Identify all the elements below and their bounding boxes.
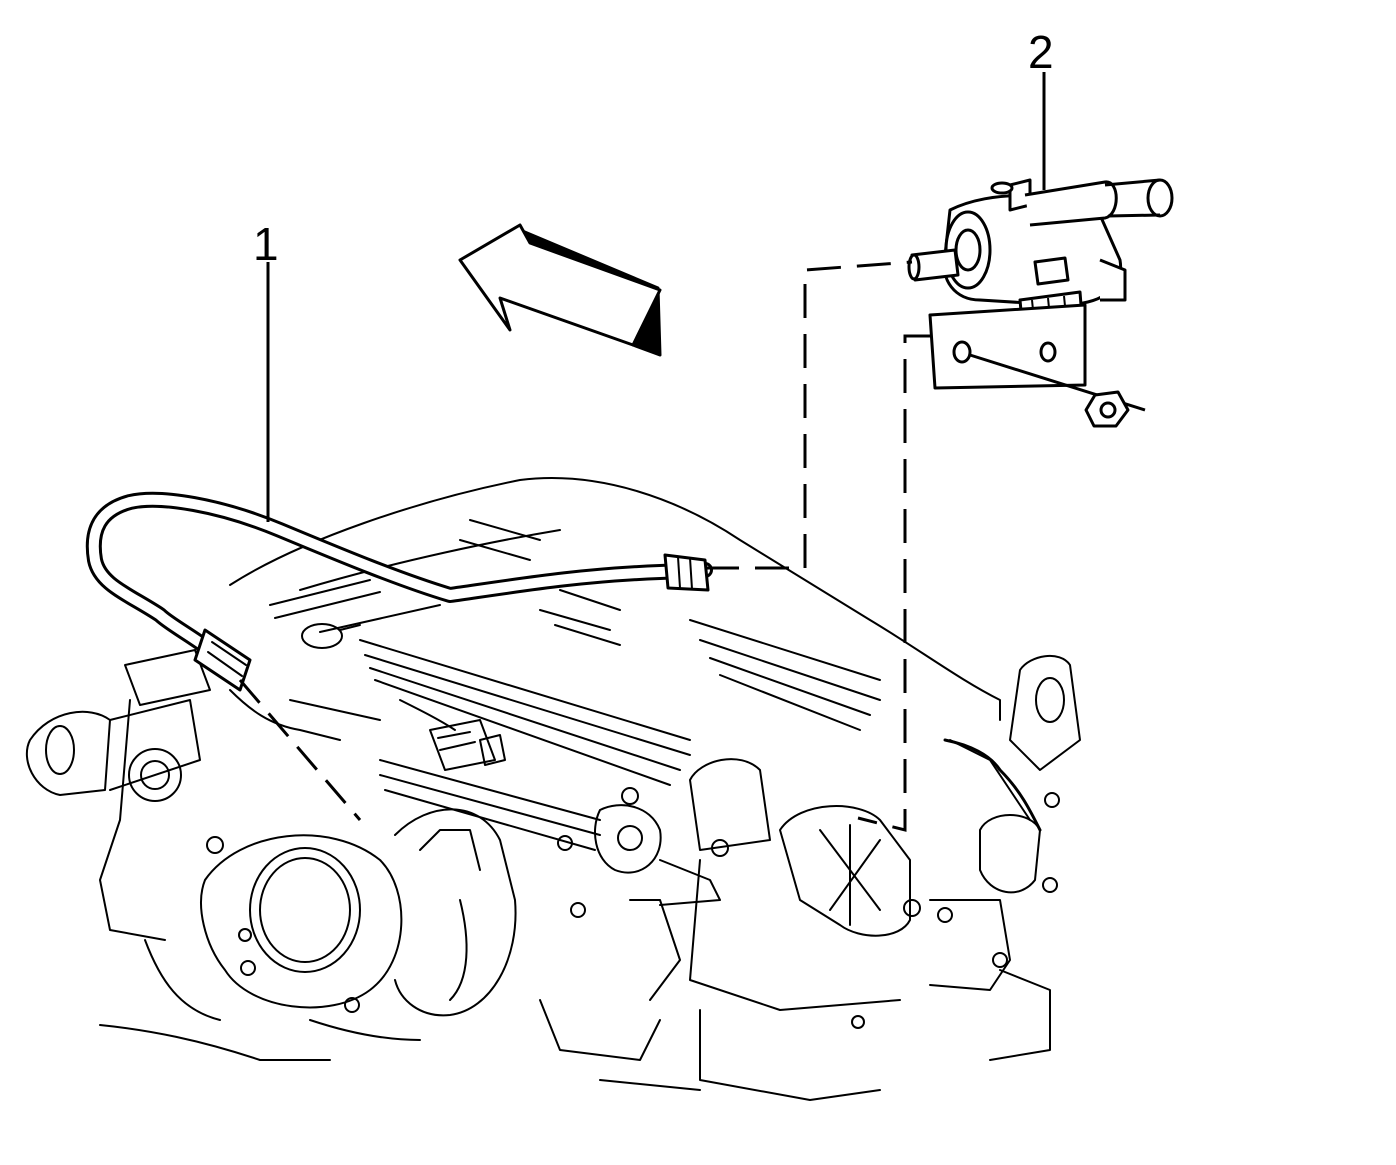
leader-lines [238,72,1046,832]
direction-arrow-icon [458,223,662,357]
purge-hose [85,491,713,692]
engine-block [25,477,1081,1101]
callout-1-label: 1 [253,218,279,270]
callout-2-label: 2 [1028,26,1054,78]
purge-solenoid [907,178,1174,428]
